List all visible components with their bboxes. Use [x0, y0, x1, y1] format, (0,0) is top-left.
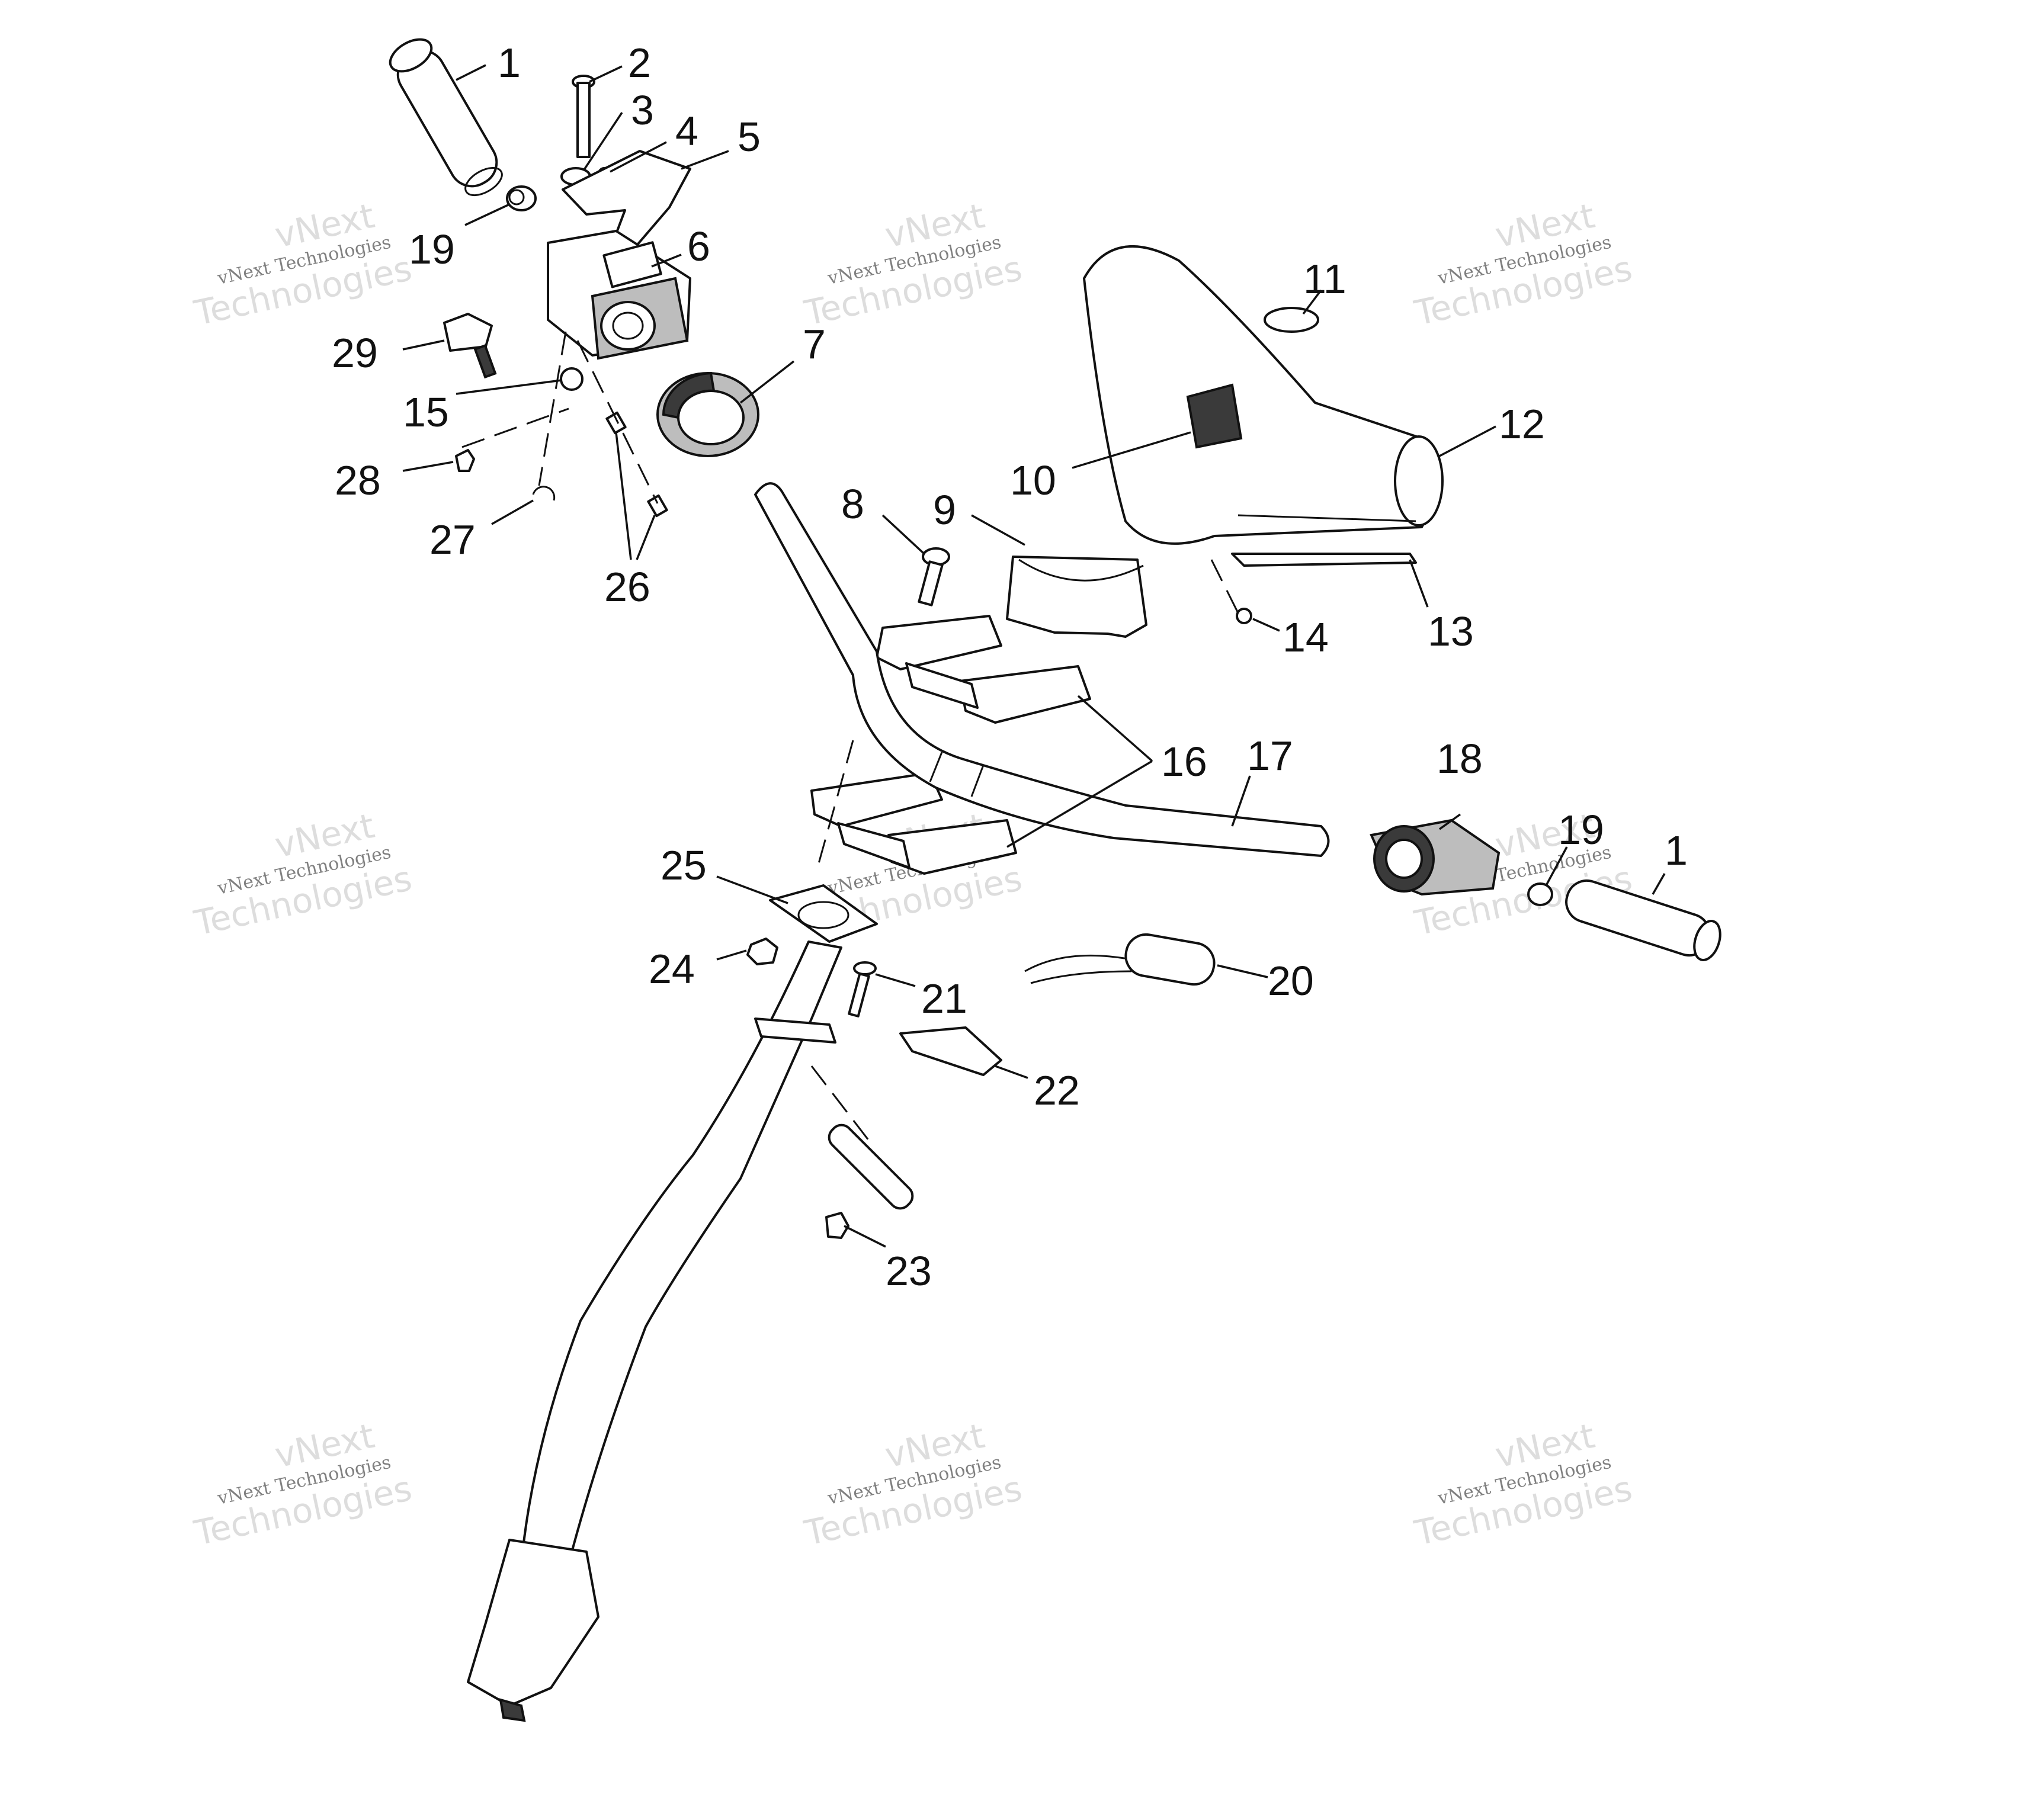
part-nut-small	[455, 449, 475, 472]
callout-16: 16	[1161, 739, 1207, 785]
part-right-grip	[1565, 879, 1721, 961]
callout-15: 15	[403, 389, 449, 435]
callout-23: 23	[886, 1248, 932, 1294]
part-fastener	[1236, 608, 1252, 624]
part-end-plug-right	[1527, 882, 1553, 906]
callout-2: 2	[628, 40, 651, 86]
part-end-plug	[506, 185, 537, 211]
part-kill-switch	[443, 313, 497, 379]
callout-28: 28	[335, 457, 381, 503]
part-clip	[532, 486, 556, 501]
part-mount-plate	[769, 884, 878, 943]
watermark: vNext vNext Technologies Technologies	[1410, 1415, 1636, 1553]
callout-6: 6	[687, 223, 710, 269]
callout-1: 1	[498, 40, 521, 86]
leader-lines	[402, 64, 1666, 1248]
callout-20: 20	[1268, 958, 1314, 1004]
callout-9: 9	[933, 487, 956, 533]
callout-19-right: 19	[1558, 807, 1604, 853]
part-strip	[1231, 553, 1417, 567]
part-clamp-bolt	[918, 547, 950, 606]
callout-1-right: 1	[1665, 827, 1688, 874]
part-right-switch-housing	[1370, 818, 1501, 896]
callout-11: 11	[1303, 256, 1346, 302]
part-tank-cover	[1083, 245, 1444, 545]
part-cover-clamp	[1006, 556, 1147, 638]
callout-22: 22	[1034, 1067, 1080, 1113]
watermark: vNext vNext Technologies Technologies	[190, 195, 415, 333]
callout-18: 18	[1437, 736, 1483, 782]
part-upper-clamp	[876, 615, 1091, 724]
part-hex-nut	[746, 938, 778, 965]
callout-19-left: 19	[409, 226, 455, 272]
callout-12: 12	[1499, 401, 1545, 447]
watermark: vNext vNext Technologies Technologies	[190, 1415, 415, 1553]
callout-29: 29	[332, 330, 378, 376]
part-lower-clamp	[810, 772, 1017, 875]
part-ball	[560, 367, 584, 391]
callout-5: 5	[738, 114, 761, 160]
watermark: vNext vNext Technologies Technologies	[800, 1415, 1025, 1553]
callout-7: 7	[803, 321, 826, 367]
part-bolt	[572, 75, 595, 158]
part-master-cylinder	[547, 230, 691, 360]
part-bracket	[899, 1026, 1002, 1076]
watermark: vNext vNext Technologies Technologies	[190, 805, 415, 943]
part-brake-lever	[562, 150, 691, 250]
part-gauge-insert	[1186, 383, 1243, 449]
assembly-lines	[461, 331, 1239, 1144]
callout-27: 27	[429, 516, 476, 563]
part-screws	[605, 411, 668, 518]
callout-labels: 1 2 3 4 5 6 7 8 9 10 11 12 13 14 15 16 1…	[332, 40, 1688, 1294]
part-throttle-housing	[656, 371, 759, 457]
callout-13: 13	[1428, 608, 1474, 654]
part-pin-assembly	[825, 1124, 914, 1239]
part-steering-column	[467, 941, 842, 1722]
part-heater-element	[1024, 933, 1216, 986]
part-handlebar	[754, 482, 1330, 857]
part-fuel-cap-ring	[1264, 307, 1319, 333]
callout-14: 14	[1283, 614, 1329, 660]
callout-17: 17	[1247, 733, 1293, 779]
part-screw	[848, 961, 877, 1017]
callout-21: 21	[921, 975, 967, 1022]
watermark: vNext vNext Technologies Technologies	[800, 195, 1025, 333]
watermark: vNext vNext Technologies Technologies	[1410, 195, 1636, 333]
callout-24: 24	[649, 946, 695, 992]
part-left-grip	[389, 38, 503, 197]
callout-25: 25	[661, 842, 707, 888]
callout-26: 26	[604, 564, 650, 610]
callout-10: 10	[1010, 457, 1056, 503]
callout-3: 3	[631, 87, 654, 133]
callout-4: 4	[675, 108, 698, 154]
callout-8: 8	[841, 481, 864, 527]
